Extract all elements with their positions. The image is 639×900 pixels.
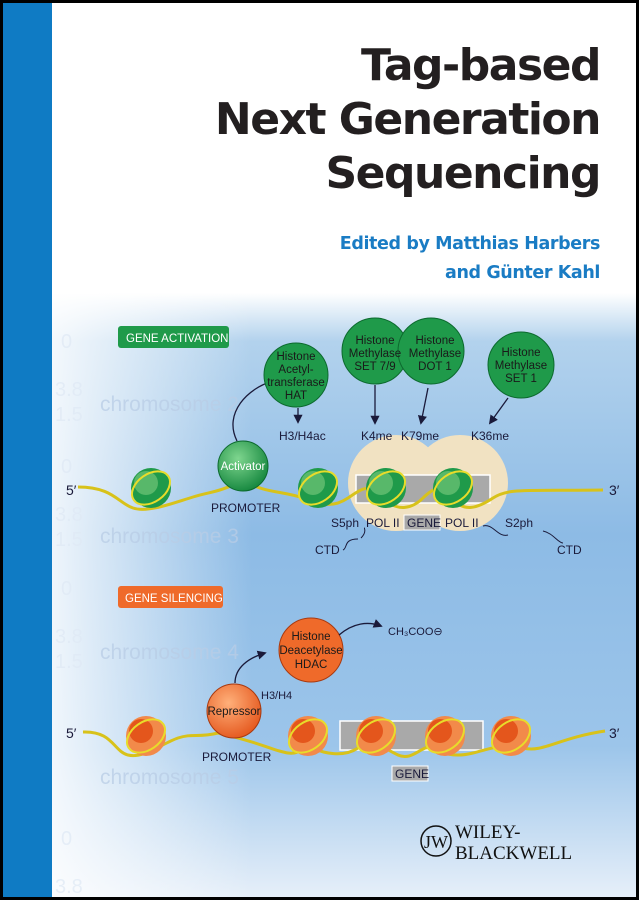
blue-spine-bar [3, 3, 52, 897]
gene-activation-label: GENE ACTIVATION [126, 333, 228, 345]
ctd-label: CTD [315, 543, 340, 557]
dot1-label: DOT 1 [418, 361, 452, 373]
gene-silencing-label: GENE SILENCING [125, 593, 223, 605]
hdac-label: HDAC [295, 659, 328, 671]
promoter-label: PROMOTER [211, 501, 281, 515]
gene-label-box [403, 514, 441, 531]
ctd-tail [342, 530, 564, 551]
publisher-line-2: BLACKWELL [455, 843, 572, 864]
gene-activation-badge [118, 326, 229, 348]
chromosome-label: chromosome 3 [100, 525, 239, 548]
promoter-label: PROMOTER [202, 750, 272, 764]
dot1-label: Methylase [409, 348, 461, 360]
hat-enzyme-circle [263, 342, 329, 408]
gene-label: GENE [407, 516, 441, 530]
three-prime-label: 3′ [609, 725, 620, 741]
nucleosome-orange [425, 716, 465, 756]
gene-silencing-badge [118, 586, 223, 608]
dna-strand [82, 729, 606, 759]
background-labels: chromosome 2 chromosome 3 chromosome 4 c… [55, 331, 239, 898]
set1-label: SET 1 [505, 373, 537, 385]
repressor-circle [206, 683, 262, 739]
acetate-label: CH₃COO⊖ [388, 626, 443, 638]
wiley-logo-icon [420, 825, 452, 857]
nucleosome-green [433, 468, 473, 508]
activator-label: Activator [221, 461, 266, 473]
repressor-arrow [234, 650, 267, 684]
arrow [488, 397, 509, 425]
hdac-enzyme-circle [278, 617, 344, 683]
hat-label: HAT [285, 390, 307, 402]
mark-k79me: K79me [401, 429, 439, 443]
title-line-2: Next Generation [214, 94, 602, 145]
title-line-3: Sequencing [325, 148, 601, 199]
hat-label: Histone [277, 351, 316, 363]
nucleosome-green [366, 468, 406, 508]
set1-label: Methylase [495, 360, 547, 372]
title-line-1: Tag-based [360, 40, 602, 91]
chromosome-label: chromosome 4 [100, 641, 239, 664]
wiley-logo-monogram: JW [424, 832, 448, 852]
axis-number: 3.8 [55, 876, 83, 898]
mark-k36me: K36me [471, 429, 509, 443]
hdac-label: Deacetylase [279, 645, 342, 657]
set79-label: Histone [356, 335, 395, 347]
mark-h3h4ac: H3/H4ac [279, 429, 326, 443]
chromosome-label: chromosome 5 [100, 766, 239, 789]
chromosome-label: chromosome 2 [100, 393, 239, 416]
nucleosome-green [298, 468, 338, 508]
axis-number: 0 [61, 456, 72, 478]
diagram: chromosome 2 chromosome 3 chromosome 4 c… [55, 317, 620, 898]
nucleosome-orange [126, 716, 166, 756]
editors-line-1: Edited by Matthias Harbers [339, 234, 601, 254]
set1-enzyme-circle [487, 331, 555, 399]
axis-number: 3.8 [55, 504, 83, 526]
acetate-arrow [338, 619, 383, 636]
pol-ii-label: POL II [445, 516, 479, 530]
wiley-blackwell-logo: JW WILEY- BLACKWELL [420, 822, 572, 864]
set79-label: Methylase [349, 348, 401, 360]
nucleosome-orange [356, 716, 396, 756]
axis-number: 0 [61, 828, 72, 850]
dot1-label: Histone [416, 335, 455, 347]
hdac-label: Histone [292, 631, 331, 643]
five-prime-label: 5′ [66, 482, 77, 498]
five-prime-label: 5′ [66, 725, 77, 741]
hat-label: transferase [267, 377, 325, 389]
hat-label: Acetyl- [278, 364, 313, 376]
gene-label: GENE [395, 767, 429, 781]
axis-number: 3.8 [55, 626, 83, 648]
h3h4-label: H3/H4 [261, 690, 292, 702]
set1-label: Histone [502, 347, 541, 359]
dna-strand [77, 478, 604, 511]
arrow [417, 387, 429, 425]
nucleosome-orange [288, 716, 328, 756]
activator-circle [217, 440, 269, 492]
nucleosome-orange [491, 716, 531, 756]
s5ph-label: S5ph [331, 516, 359, 530]
nucleosome-green [131, 468, 171, 508]
gene-activation-panel: GENE ACTIVATION Activator Histone Acetyl… [66, 317, 620, 557]
axis-number: 0 [61, 331, 72, 353]
axis-number: 1.5 [55, 651, 83, 673]
editors-line-2: and Günter Kahl [445, 263, 600, 283]
dot1-enzyme-circle [397, 317, 465, 385]
ctd-label: CTD [557, 543, 582, 557]
three-prime-label: 3′ [609, 482, 620, 498]
s2ph-label: S2ph [505, 516, 533, 530]
axis-number: 1.5 [55, 529, 83, 551]
publisher-line-1: WILEY- [455, 822, 520, 843]
set79-label: SET 7/9 [354, 361, 395, 373]
repressor-label: Repressor [207, 706, 260, 718]
pol-ii-label: POL II [366, 516, 400, 530]
axis-number: 0 [61, 578, 72, 600]
gene-silencing-panel: GENE SILENCING Repressor Histone Deacety… [66, 586, 620, 782]
axis-number: 3.8 [55, 379, 83, 401]
activator-arrow [232, 378, 275, 442]
gene-label-box [391, 765, 429, 782]
axis-number: 1.5 [55, 404, 83, 426]
mark-k4me: K4me [361, 429, 393, 443]
ctd-tail [360, 525, 509, 539]
